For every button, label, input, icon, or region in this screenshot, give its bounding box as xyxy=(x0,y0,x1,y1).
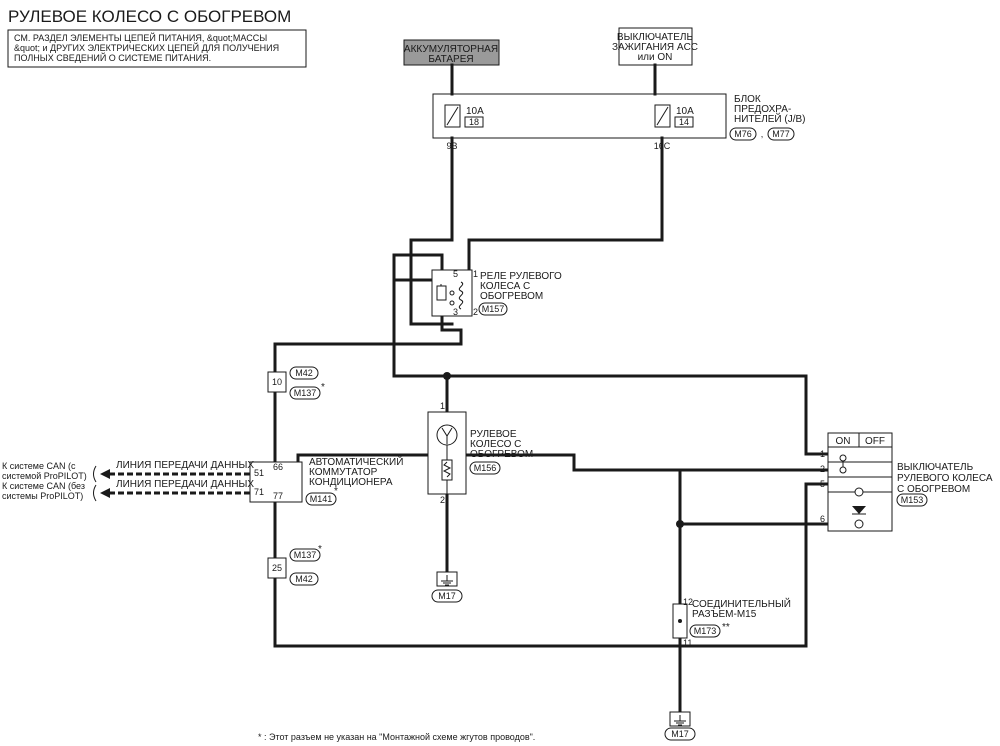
ac-pin-71: 71 xyxy=(254,487,264,497)
joint-label-2: РАЗЪЕМ-M15 xyxy=(692,609,757,620)
can-line-2-label: ЛИНИЯ ПЕРЕДАЧИ ДАННЫХ xyxy=(116,479,254,490)
note-line-2: &quot; и ДРУГИХ ЭЛЕКТРИЧЕСКИХ ЦЕПЕЙ ДЛЯ … xyxy=(14,42,279,53)
note-line-1: СМ. РАЗДЕЛ ЭЛЕМЕНТЫ ЦЕПЕЙ ПИТАНИЯ, &quot… xyxy=(14,32,267,43)
inline-connector-bottom: 25 M137 * M42 xyxy=(267,544,322,586)
fuse-block-connector-2: M77 xyxy=(772,129,790,139)
inline-bottom-connector-a: M137 xyxy=(294,550,317,560)
fuse-block-label-2: ПРЕДОХРА- xyxy=(734,104,791,115)
ignition-label-1: ВЫКЛЮЧАТЕЛЬ xyxy=(617,32,694,43)
inline-top-connector-a: M42 xyxy=(295,368,313,378)
inline-bottom-mark: * xyxy=(318,544,322,555)
junction-dot-2 xyxy=(676,520,684,528)
relay-pin-2: 2 xyxy=(473,307,478,317)
relay-label-1: РЕЛЕ РУЛЕВОГО xyxy=(480,271,562,282)
ignition-label-2: ЗАЖИГАНИЯ ACC xyxy=(612,42,698,53)
fuse-1-number: 18 xyxy=(469,117,479,127)
junction-dot-1 xyxy=(443,372,451,380)
joint-connector: 12 11 СОЕДИНИТЕЛЬНЫЙ РАЗЪЕМ-M15 M173 ** xyxy=(672,597,791,648)
switch-on: ON xyxy=(836,436,851,447)
battery-label-2: БАТАРЕЯ xyxy=(428,54,473,65)
ac-pin-51: 51 xyxy=(254,468,264,478)
relay-pin-1: 1 xyxy=(473,269,478,279)
fuse-block-connector-1: M76 xyxy=(734,129,752,139)
switch-label-1: ВЫКЛЮЧАТЕЛЬ xyxy=(897,462,974,473)
can-lines: ЛИНИЯ ПЕРЕДАЧИ ДАННЫХ ЛИНИЯ ПЕРЕДАЧИ ДАН… xyxy=(2,460,254,502)
wheel-label-1: РУЛЕВОЕ xyxy=(470,429,517,440)
wheel-label-3: ОБОГРЕВОМ xyxy=(470,449,533,460)
ac-connector: M141 xyxy=(310,494,333,504)
relay-label-2: КОЛЕСА С xyxy=(480,281,530,292)
ac-label-3: КОНДИЦИОНЕРА xyxy=(309,477,393,488)
note-line-3: ПОЛНЫХ СВЕДЕНИЙ О СИСТЕМЕ ПИТАНИЯ. xyxy=(14,52,211,63)
fuse-block-label-1: БЛОК xyxy=(734,94,761,105)
ignition-label-3: или ON xyxy=(638,52,673,63)
can-line-2-dest-2: системы ProPILOT) xyxy=(2,491,83,501)
switch-pin-1: 1 xyxy=(820,449,825,459)
ground-1-connector: M17 xyxy=(438,591,456,601)
can-line-1-dest-1: К системе CAN (с xyxy=(2,461,76,471)
switch-label-2: РУЛЕВОГО КОЛЕСА xyxy=(897,473,993,484)
switch-pin-5: 5 xyxy=(820,479,825,489)
fuse-2-rating: 10A xyxy=(676,106,694,117)
joint-connector-code: M173 xyxy=(694,626,717,636)
ac-unit: 66 51 71 77 АВТОМАТИЧЕСКИЙ КОММУТАТОР КО… xyxy=(249,455,403,506)
footnote: * : Этот разъем не указан на "Монтажной … xyxy=(258,732,535,742)
wires xyxy=(273,63,830,714)
switch-off: OFF xyxy=(865,436,885,447)
wheel-label-2: КОЛЕСО С xyxy=(470,439,521,450)
inline-bottom-pin: 25 xyxy=(272,563,282,573)
switch-label-3: С ОБОГРЕВОМ xyxy=(897,484,970,495)
switch-pin-6: 6 xyxy=(820,514,825,524)
fuse-block-connector-separator: , xyxy=(761,129,764,139)
joint-pin-bottom: 11 xyxy=(683,638,692,648)
fuse-block-label-3: НИТЕЛЕЙ (J/B) xyxy=(734,112,806,125)
joint-pin-top: 12 xyxy=(683,597,693,607)
ground-2: M17 xyxy=(664,711,696,741)
can-line-1-dest-2: системой ProPILOT) xyxy=(2,471,87,481)
steering-wheel-heater: 1 2 РУЛЕВОЕ КОЛЕСО С ОБОГРЕВОМ M156 xyxy=(427,401,533,505)
can-line-2-dest-1: К системе CAN (без xyxy=(2,481,85,491)
inline-top-connector-b: M137 xyxy=(294,388,317,398)
ignition-switch-box: ВЫКЛЮЧАТЕЛЬ ЗАЖИГАНИЯ ACC или ON xyxy=(612,27,698,66)
joint-label-1: СОЕДИНИТЕЛЬНЫЙ xyxy=(692,597,791,610)
inline-bottom-connector-b: M42 xyxy=(295,574,313,584)
wheel-pin-bottom: 2 xyxy=(440,495,445,505)
inline-top-pin: 10 xyxy=(272,377,282,387)
battery-box: АККУМУЛЯТОРНАЯ БАТАРЕЯ xyxy=(403,39,500,66)
relay-connector: M157 xyxy=(482,304,505,314)
relay-pin-5: 5 xyxy=(453,269,458,279)
switch-connector: M153 xyxy=(901,495,924,505)
inline-top-mark: * xyxy=(321,382,325,393)
note-box: СМ. РАЗДЕЛ ЭЛЕМЕНТЫ ЦЕПЕЙ ПИТАНИЯ, &quot… xyxy=(7,29,307,68)
relay-pin-3: 3 xyxy=(453,307,458,317)
page-title: РУЛЕВОЕ КОЛЕСО С ОБОГРЕВОМ xyxy=(8,7,291,26)
switch-pin-2: 2 xyxy=(820,464,825,474)
inline-connector-top: 10 M42 M137 * xyxy=(267,366,325,400)
ac-pin-66: 66 xyxy=(273,462,283,472)
fuse-1-rating: 10A xyxy=(466,106,484,117)
heated-wheel-switch: ON OFF 1 2 5 6 ВЫКЛЮЧАТЕЛЬ РУЛЕВОГО КОЛЕ… xyxy=(820,432,993,532)
ground-2-connector: M17 xyxy=(671,729,689,739)
battery-label-1: АККУМУЛЯТОРНАЯ xyxy=(404,44,498,55)
wheel-pin-top: 1 xyxy=(440,401,445,411)
ac-pin-77: 77 xyxy=(273,491,283,501)
ground-1: M17 xyxy=(431,571,463,603)
joint-mark: ** xyxy=(722,622,730,633)
ac-mark: * xyxy=(334,486,338,497)
can-line-1-label: ЛИНИЯ ПЕРЕДАЧИ ДАННЫХ xyxy=(116,460,254,471)
ac-label-2: КОММУТАТОР xyxy=(309,467,378,478)
ac-label-1: АВТОМАТИЧЕСКИЙ xyxy=(309,455,403,468)
wheel-connector: M156 xyxy=(474,463,497,473)
relay-label-3: ОБОГРЕВОМ xyxy=(480,291,543,302)
fuse-block: БЛОК ПРЕДОХРА- НИТЕЛЕЙ (J/B) M76 , M77 xyxy=(432,93,806,141)
relay: 5 1 3 2 РЕЛЕ РУЛЕВОГО КОЛЕСА С ОБОГРЕВОМ… xyxy=(431,269,562,317)
fuse-2-number: 14 xyxy=(679,117,689,127)
